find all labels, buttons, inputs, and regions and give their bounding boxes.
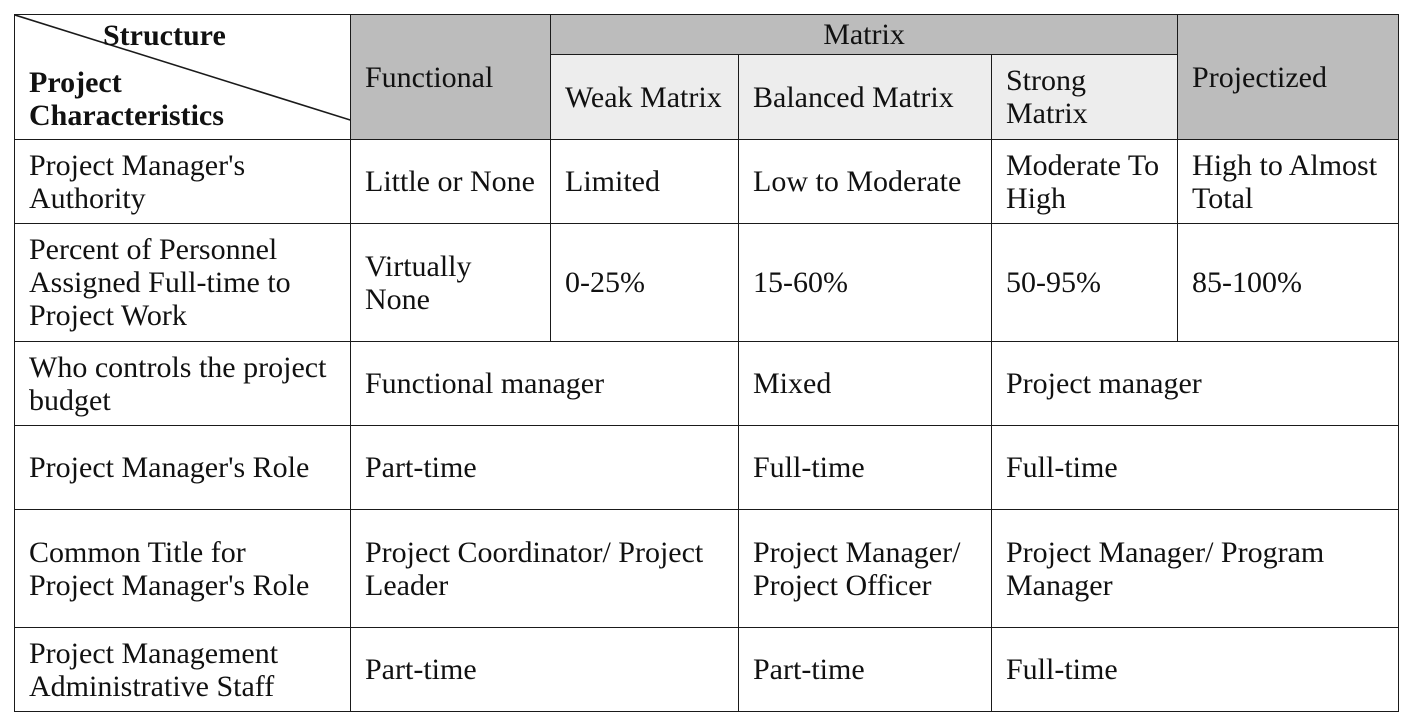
table-row: Who controls the project budget Function… — [14, 341, 1400, 426]
cell-balanced-matrix: 15-60% — [738, 223, 992, 342]
header-strong-matrix: Strong Matrix — [990, 54, 1179, 140]
cell-strong-projectized: Full-time — [990, 425, 1400, 510]
cell-weak-matrix: Limited — [550, 139, 739, 224]
header-functional: Functional — [350, 14, 551, 140]
row-label: Percent of Personnel Assigned Full-time … — [14, 223, 351, 342]
cell-strong-projectized: Project Manager/ Program Manager — [990, 509, 1400, 628]
project-characteristics-label: Project Characteristics — [29, 66, 224, 132]
corner-header-cell: Structure Project Characteristics — [14, 14, 351, 140]
cell-functional: Little or None — [350, 139, 551, 224]
cell-balanced-matrix: Mixed — [738, 341, 992, 426]
table-row: Project Manager's Role Part-time Full-ti… — [14, 425, 1400, 510]
header-matrix: Matrix — [549, 14, 1179, 55]
table-row: Percent of Personnel Assigned Full-time … — [14, 223, 1400, 342]
cell-balanced-matrix: Part-time — [738, 627, 992, 712]
cell-balanced-matrix: Low to Moderate — [738, 139, 992, 224]
cell-strong-matrix: Moderate To High — [990, 139, 1179, 224]
cell-projectized: 85-100% — [1177, 223, 1400, 342]
row-label: Common Title for Project Manager's Role — [14, 509, 351, 628]
structure-label: Structure — [103, 19, 226, 52]
table-row: Project Manager's Authority Little or No… — [14, 139, 1400, 224]
cell-functional: Virtually None — [350, 223, 551, 342]
cell-strong-projectized: Full-time — [990, 627, 1400, 712]
cell-strong-matrix: 50-95% — [990, 223, 1179, 342]
row-label: Who controls the project budget — [14, 341, 351, 426]
table-row: Project Management Administrative Staff … — [14, 627, 1400, 712]
table-row: Common Title for Project Manager's Role … — [14, 509, 1400, 628]
cell-projectized: High to Almost Total — [1177, 139, 1400, 224]
header-weak-matrix: Weak Matrix — [550, 54, 739, 140]
cell-weak-matrix: 0-25% — [550, 223, 739, 342]
cell-functional-weak: Functional manager — [350, 341, 739, 426]
row-label: Project Management Administrative Staff — [14, 627, 351, 712]
header-projectized: Projectized — [1177, 14, 1400, 140]
row-label: Project Manager's Role — [14, 425, 351, 510]
organizational-structure-table: Structure Project Characteristics Functi… — [14, 14, 1400, 712]
cell-functional-weak: Project Coordinator/ Project Leader — [350, 509, 739, 628]
cell-balanced-matrix: Full-time — [738, 425, 992, 510]
cell-balanced-matrix: Project Manager/ Project Officer — [738, 509, 992, 628]
row-label: Project Manager's Authority — [14, 139, 351, 224]
cell-strong-projectized: Project manager — [990, 341, 1400, 426]
cell-functional-weak: Part-time — [350, 627, 739, 712]
cell-functional-weak: Part-time — [350, 425, 739, 510]
diagonal-divider — [15, 15, 350, 121]
header-balanced-matrix: Balanced Matrix — [738, 54, 992, 140]
